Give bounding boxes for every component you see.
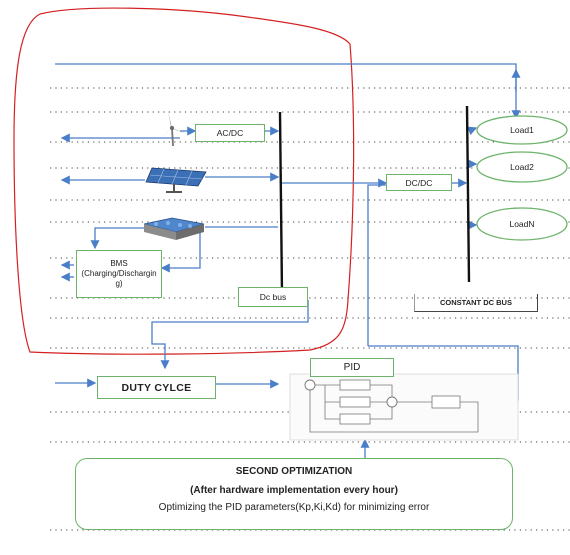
dc-bus-label-box: Dc bus xyxy=(238,287,308,307)
wind-turbine-icon xyxy=(160,111,187,147)
loadn-label-wrap: LoadN xyxy=(480,216,564,232)
dc-dc-label: DC/DC xyxy=(405,177,433,188)
load1-label: Load1 xyxy=(510,125,534,135)
duty-cycle-label: DUTY CYLCE xyxy=(121,381,192,394)
ac-dc-label: AC/DC xyxy=(216,128,244,138)
second-optimization-block: SECOND OPTIMIZATION (After hardware impl… xyxy=(75,458,513,530)
constant-dc-bus-label: CONSTANT DC BUS xyxy=(440,298,512,307)
bms-title: BMS xyxy=(110,259,128,268)
loadn-node xyxy=(476,207,568,241)
constant-dc-bus-box: CONSTANT DC BUS xyxy=(414,294,538,312)
load1-label-wrap: Load1 xyxy=(480,122,564,138)
constant-dc-bus-bar xyxy=(465,105,471,283)
load2-label-wrap: Load2 xyxy=(480,159,564,175)
duty-cycle-block: DUTY CYLCE xyxy=(97,376,216,399)
pid-label-box: PID xyxy=(310,358,394,377)
battery-bank-icon xyxy=(143,217,205,240)
loadn-label: LoadN xyxy=(509,219,535,229)
optimization-subtitle: (After hardware implementation every hou… xyxy=(190,485,398,496)
bms-subtitle: (Charging/Discharging) xyxy=(81,269,157,288)
load1-node xyxy=(476,115,568,145)
optimization-body: Optimizing the PID parameters(Kp,Ki,Kd) … xyxy=(158,502,430,513)
pid-schematic xyxy=(289,373,519,441)
optimization-title: SECOND OPTIMIZATION xyxy=(235,466,353,477)
dc-dc-converter-block: DC/DC xyxy=(386,174,452,191)
pid-label: PID xyxy=(343,362,361,373)
load2-label: Load2 xyxy=(510,162,534,172)
dc-bus-label: Dc bus xyxy=(259,292,287,302)
load2-node xyxy=(476,151,568,183)
bms-block: BMS (Charging/Discharging) xyxy=(76,250,162,298)
source-group-outline xyxy=(13,7,355,355)
ac-dc-converter-block: AC/DC xyxy=(195,124,265,142)
dc-bus-bar xyxy=(278,111,284,295)
solar-panel-icon xyxy=(145,167,207,193)
